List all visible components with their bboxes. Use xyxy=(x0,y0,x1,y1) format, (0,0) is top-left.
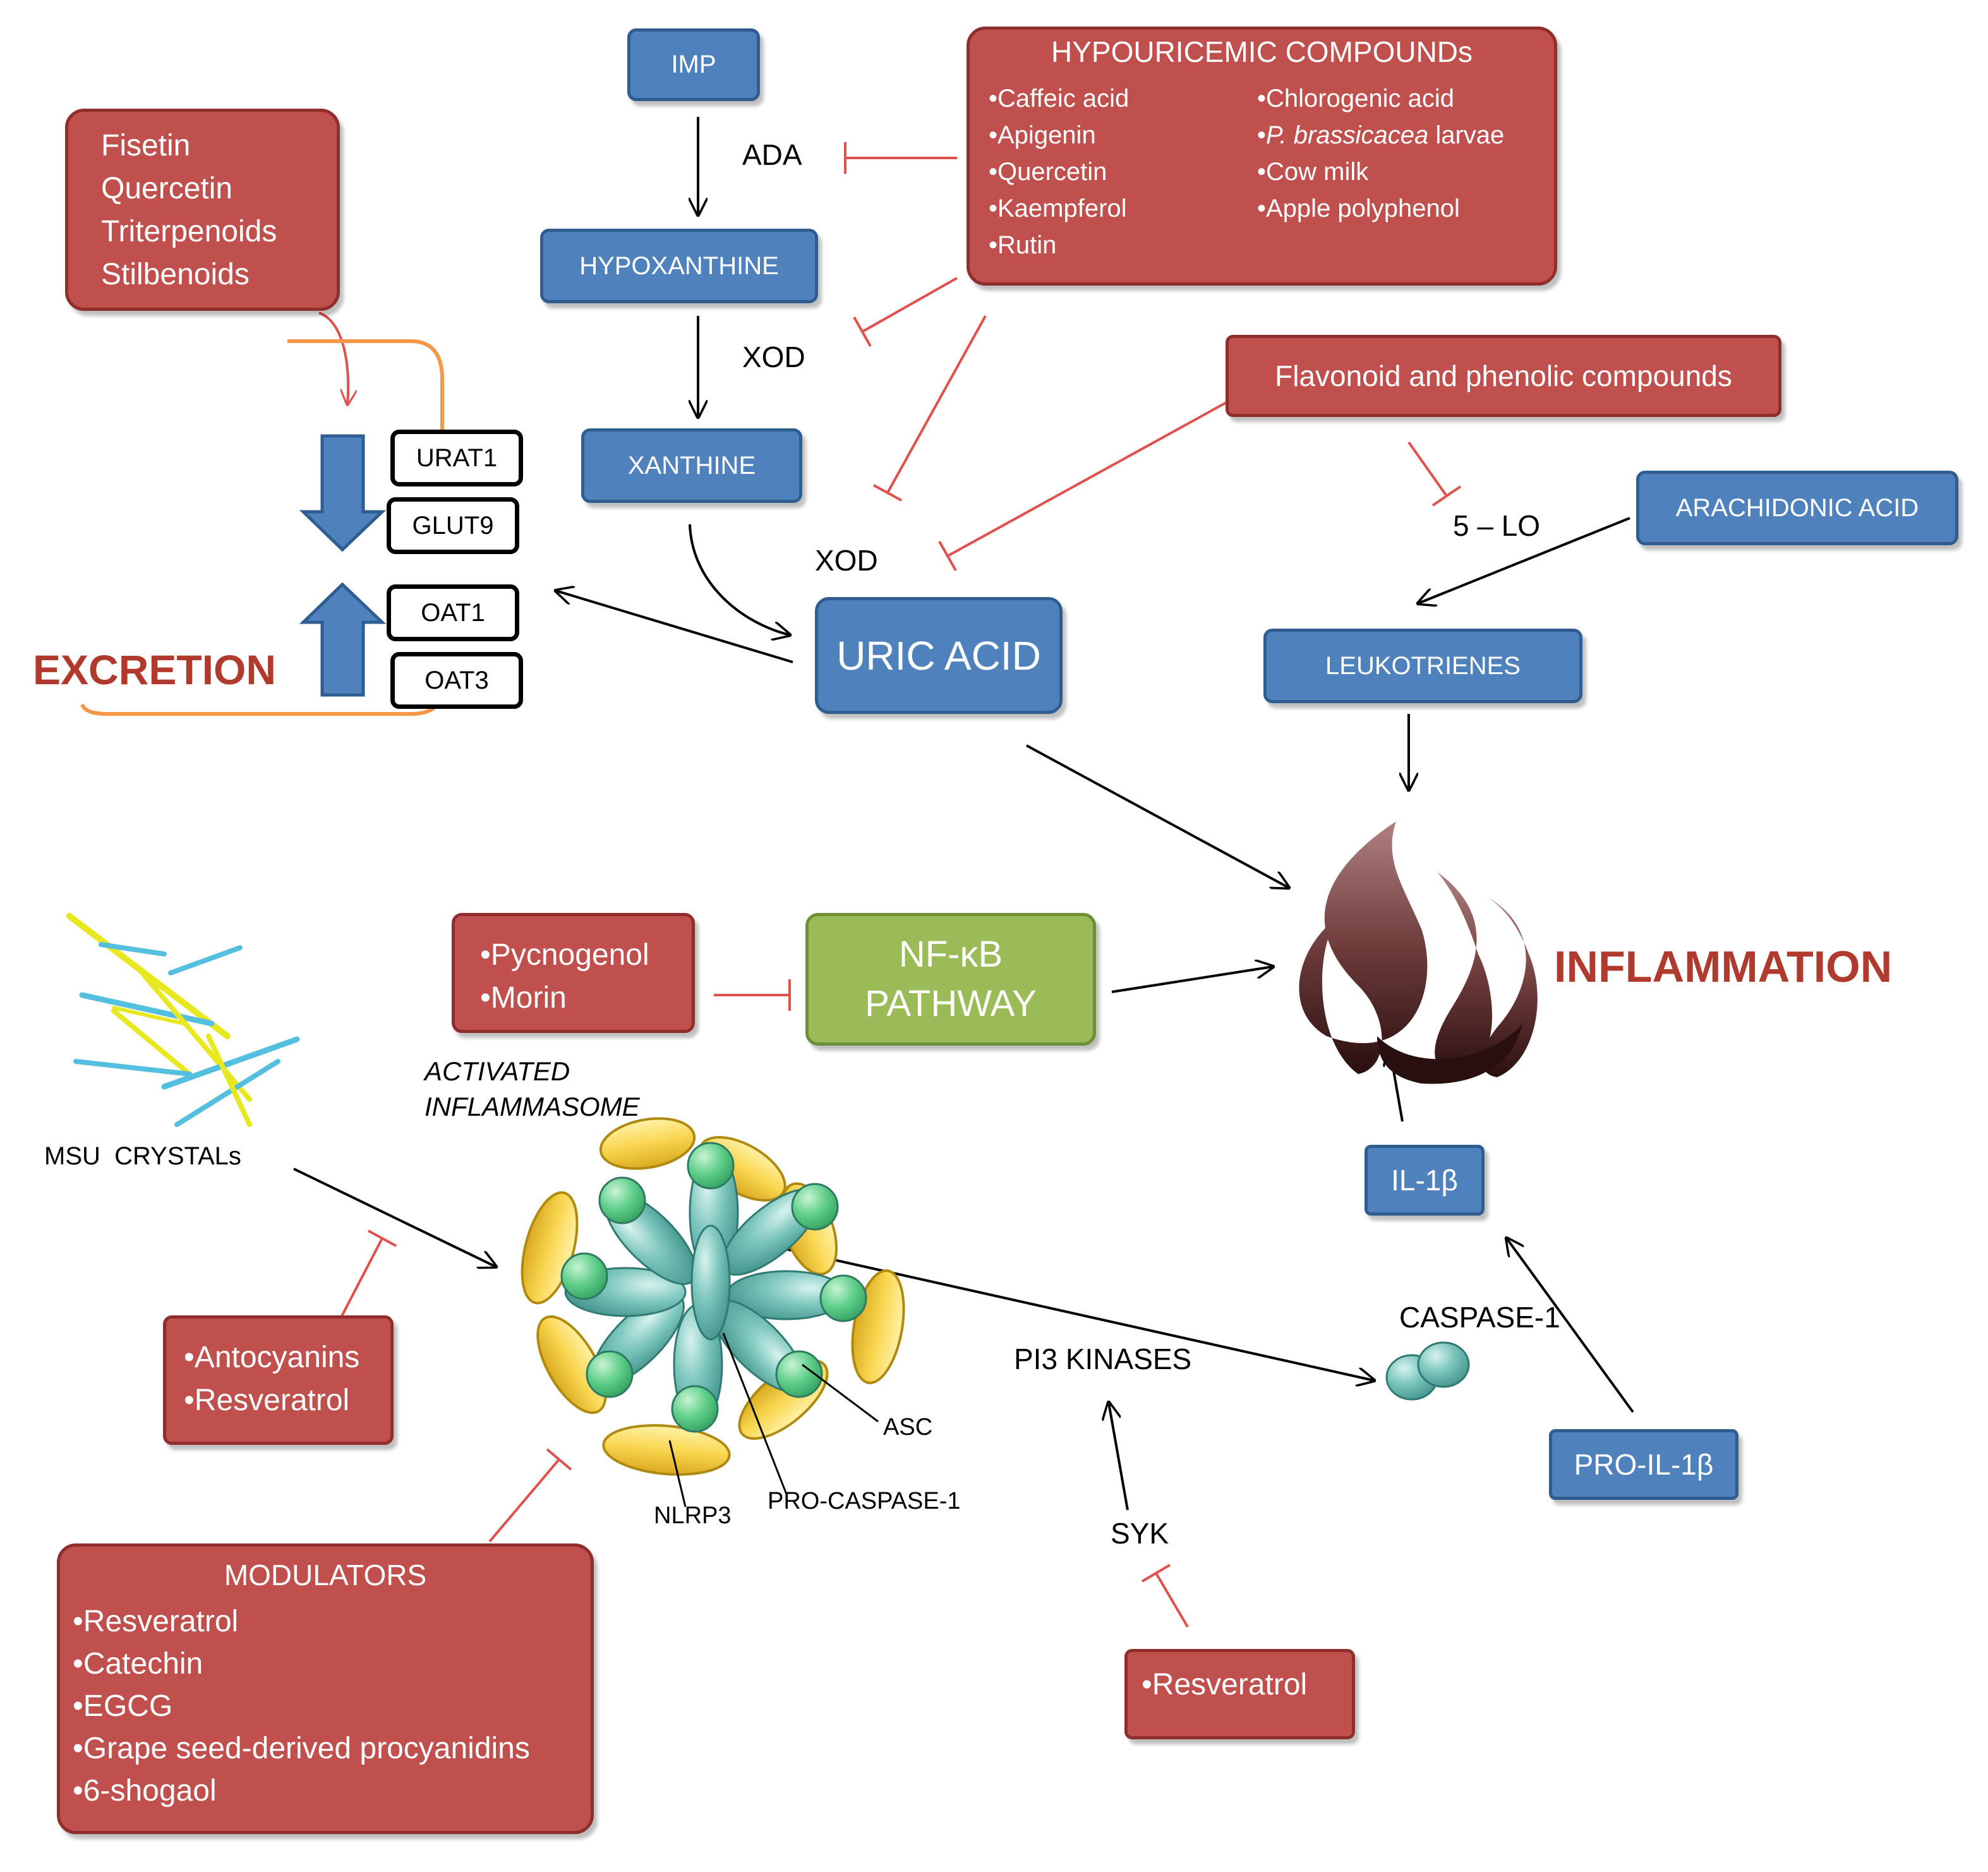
five-lo-label: 5 – LO xyxy=(1453,509,1541,542)
caspase-1-label: CASPASE-1 xyxy=(1399,1301,1560,1334)
xanthine-node[interactable]: XANTHINE xyxy=(581,428,802,503)
pro-il-1b-node[interactable]: PRO-IL-1β xyxy=(1549,1429,1738,1500)
compound-item: •Caffeic acid xyxy=(989,85,1130,112)
excretion-arrow xyxy=(299,582,387,697)
antocyanins-box[interactable]: •Antocyanins •Resveratrol xyxy=(163,1315,394,1445)
syk-label: SYK xyxy=(1111,1517,1169,1550)
compound-item: •Resveratrol xyxy=(73,1605,239,1638)
il-1b-node[interactable]: IL-1β xyxy=(1364,1145,1485,1216)
flavonoid-phenolic-box[interactable]: Flavonoid and phenolic compounds xyxy=(1226,335,1781,417)
uric-acid-node[interactable]: URIC ACID xyxy=(815,597,1063,714)
hypoxanthine-node[interactable]: HYPOXANTHINE xyxy=(540,229,818,303)
compound-item: •Rutin xyxy=(989,231,1057,259)
hypouricemic-list-2: •Chlorogenic acid •P. brassicacea larvae… xyxy=(1257,80,1504,227)
nfkb-inhibitors-box[interactable]: •Pycnogenol •Morin xyxy=(452,913,695,1033)
flame-icon xyxy=(1299,821,1538,1084)
msu-crystals-icon xyxy=(66,913,300,1127)
compound-item: •EGCG xyxy=(73,1689,173,1723)
excretion-compounds-box[interactable]: Fisetin Quercetin Triterpenoids Stilbeno… xyxy=(65,109,340,311)
nfkb-title: NF-κB xyxy=(898,934,1003,975)
compound-item: Stilbenoids xyxy=(101,258,250,291)
inflammation-label: INFLAMMATION xyxy=(1554,942,1893,991)
compound-item: •Catechin xyxy=(73,1647,203,1681)
caspase-icon xyxy=(1385,1341,1470,1401)
compound-item: •Quercetin xyxy=(989,158,1107,186)
arachidonic-acid-node[interactable]: ARACHIDONIC ACID xyxy=(1636,471,1958,545)
resveratrol-box[interactable]: •Resveratrol xyxy=(1124,1649,1355,1739)
asc-label: ASC xyxy=(883,1414,933,1440)
imp-node[interactable]: IMP xyxy=(627,28,760,101)
nfkb-pathway-node[interactable]: NF-κB PATHWAY xyxy=(805,913,1096,1046)
compound-item: •Apple polyphenol xyxy=(1257,195,1460,222)
compound-item: •Grape seed-derived procyanidins xyxy=(73,1732,530,1765)
transporter-oat1[interactable]: OAT1 xyxy=(387,584,519,641)
xod-label-2: XOD xyxy=(815,544,878,577)
compound-item: •Apigenin xyxy=(989,121,1096,149)
modulators-list: •Resveratrol •Catechin •EGCG •Grape seed… xyxy=(73,1600,530,1812)
pi3-kinases-label: PI3 KINASES xyxy=(1014,1343,1192,1375)
inflammasome-label-2: INFLAMMASOME xyxy=(425,1092,640,1121)
ada-label: ADA xyxy=(742,138,802,171)
compound-item: •Pycnogenol xyxy=(480,938,649,972)
transporter-oat3[interactable]: OAT3 xyxy=(390,652,523,709)
excretion-compounds-list: Fisetin Quercetin Triterpenoids Stilbeno… xyxy=(101,124,277,296)
compound-item: Triterpenoids xyxy=(101,215,277,248)
uptake-arrow xyxy=(299,434,387,552)
compound-item: •Chlorogenic acid xyxy=(1257,85,1454,112)
nlrp3-label: NLRP3 xyxy=(654,1502,732,1529)
nfkb-inhibitors-list: •Pycnogenol •Morin xyxy=(480,934,649,1020)
pro-caspase-1-label: PRO-CASPASE-1 xyxy=(768,1488,961,1514)
compound-item: •Morin xyxy=(480,981,567,1015)
modulators-title: MODULATORS xyxy=(224,1559,427,1591)
modulators-box[interactable]: MODULATORS •Resveratrol •Catechin •EGCG … xyxy=(57,1543,594,1834)
compound-item: •6-shogaol xyxy=(73,1774,217,1808)
hypouricemic-title: HYPOURICEMIC COMPOUNDs xyxy=(1051,35,1473,68)
transporter-urat1[interactable]: URAT1 xyxy=(390,430,523,486)
nfkb-subtitle: PATHWAY xyxy=(865,983,1037,1024)
compound-item: •Kaempferol xyxy=(989,195,1127,222)
compound-item: •Cow milk xyxy=(1257,158,1369,186)
resveratrol-text: •Resveratrol xyxy=(1142,1668,1308,1701)
compound-item: •P. brassicacea larvae xyxy=(1257,121,1505,149)
compound-item: •Resveratrol xyxy=(184,1384,350,1417)
compound-item: Quercetin xyxy=(101,172,233,205)
excretion-label: EXCRETION xyxy=(33,646,277,693)
transporter-glut9[interactable]: GLUT9 xyxy=(387,497,519,554)
hypouricemic-compounds-box[interactable]: HYPOURICEMIC COMPOUNDs •Caffeic acid •Ap… xyxy=(967,27,1557,286)
compound-item: •Antocyanins xyxy=(184,1341,360,1374)
hypouricemic-list-1: •Caffeic acid •Apigenin •Quercetin •Kaem… xyxy=(989,80,1129,263)
compound-item: Fisetin xyxy=(101,129,191,162)
msu-crystals-label: MSU CRYSTALs xyxy=(44,1142,241,1170)
xod-label-1: XOD xyxy=(742,341,805,373)
inflammasome-icon xyxy=(521,1117,905,1507)
antocyanins-list: •Antocyanins •Resveratrol xyxy=(184,1336,359,1422)
leukotrienes-node[interactable]: LEUKOTRIENES xyxy=(1263,629,1582,703)
inflammasome-label-1: ACTIVATED xyxy=(425,1056,570,1086)
